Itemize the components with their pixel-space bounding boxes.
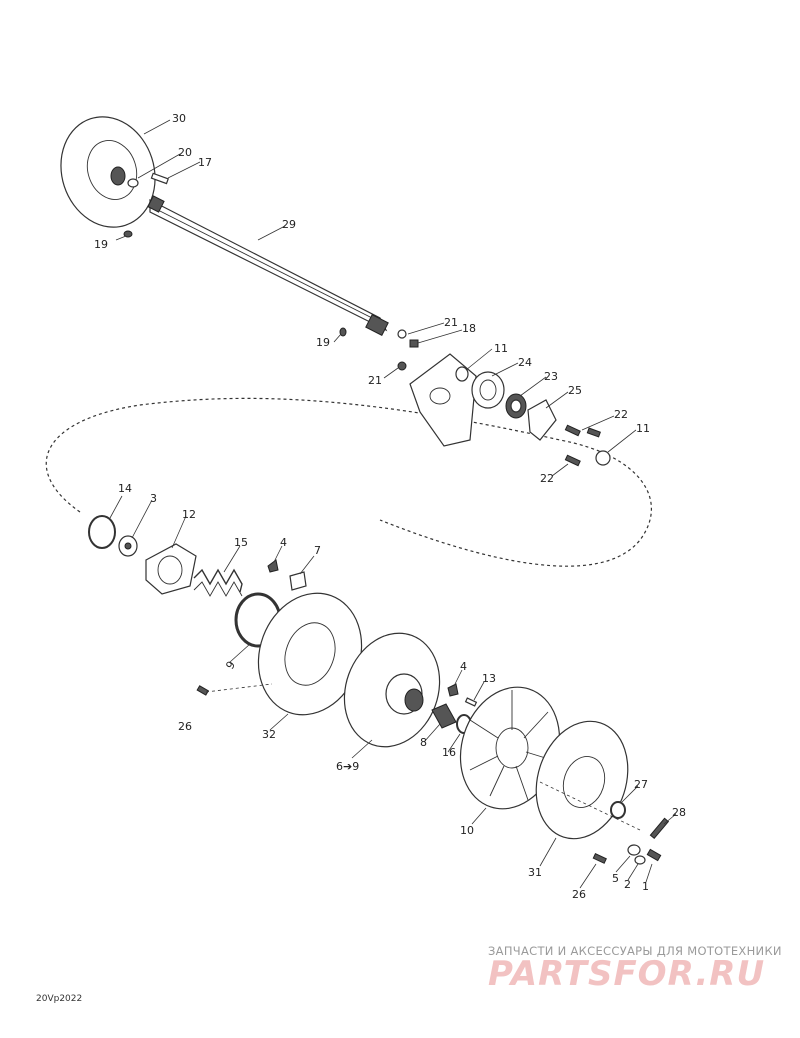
callout-24: 24 (518, 356, 532, 369)
part-4-ramp-upper (267, 559, 279, 573)
callout-31: 31 (528, 866, 542, 879)
callout-4-upper: 4 (280, 536, 287, 549)
callout-32: 32 (262, 728, 276, 741)
callout-12: 12 (182, 508, 196, 521)
callout-10: 10 (460, 824, 474, 837)
callout-16: 16 (442, 746, 456, 759)
callout-11-lower: 11 (636, 422, 650, 435)
callout-18: 18 (462, 322, 476, 335)
part-12-spider (145, 543, 197, 595)
callout-21-b: 21 (368, 374, 382, 387)
part-7-cap (289, 571, 307, 591)
part-11-ring-upper (455, 366, 469, 382)
callout-25: 25 (568, 384, 582, 397)
part-26-bolt-right (592, 852, 607, 864)
assembly-line-right (539, 781, 641, 831)
callout-4-lower: 4 (460, 660, 467, 673)
callout-30: 30 (172, 112, 186, 125)
part-8-bushing (431, 703, 457, 729)
part-19-nut-mid (339, 327, 347, 337)
part-bearing-bracket (409, 353, 477, 447)
part-20-washer (127, 178, 139, 188)
callout-7: 7 (314, 544, 321, 557)
part-23-bearing (505, 393, 527, 419)
callout-28: 28 (672, 806, 686, 819)
callout-20: 20 (178, 146, 192, 159)
part-21-nut-a (397, 329, 407, 339)
part-18-bolt (409, 339, 419, 348)
callout-19-mid: 19 (316, 336, 330, 349)
callout-3: 3 (150, 492, 157, 505)
callout-26-left: 26 (178, 720, 192, 733)
part-22-bolt-a (564, 424, 581, 437)
callout-22-b: 22 (540, 472, 554, 485)
assembly-line-left (205, 683, 273, 693)
part-3-washer (118, 535, 138, 557)
callout-29: 29 (282, 218, 296, 231)
drive-belt-path (45, 397, 652, 567)
part-30-pulley-disc (60, 116, 156, 228)
part-11-ring-lower (595, 450, 611, 466)
callout-26-right: 26 (572, 888, 586, 901)
callout-11-upper: 11 (494, 342, 508, 355)
callout-19-top: 19 (94, 238, 108, 251)
callout-22-a: 22 (614, 408, 628, 421)
callout-27: 27 (634, 778, 648, 791)
part-13-pin (464, 697, 478, 707)
callout-17: 17 (198, 156, 212, 169)
part-6-sheave (343, 632, 441, 748)
callout-6-9: 6➔9 (336, 760, 359, 773)
callout-15: 15 (234, 536, 248, 549)
watermark-tagline: ЗАПЧАСТИ И АКСЕССУАРЫ ДЛЯ МОТОТЕХНИКИ (488, 944, 782, 958)
part-24-plate (471, 371, 505, 409)
part-25-flange (527, 399, 557, 441)
part-28-bolt (649, 817, 670, 840)
part-17-key (150, 172, 169, 185)
part-31-cover (535, 720, 629, 840)
part-22-bolt-c (564, 454, 581, 467)
watermark-logo: PARTSFOR.RU (488, 954, 766, 994)
part-21-nut-b (397, 361, 407, 371)
part-4-ramp-lower (447, 683, 459, 697)
part-19-nut-top (123, 230, 133, 238)
callout-8: 8 (420, 736, 427, 749)
part-14-snap-ring (88, 515, 116, 549)
drawing-code: 20Vp2022 (36, 994, 83, 1004)
part-26-bolt-left (196, 685, 210, 696)
callout-14: 14 (118, 482, 132, 495)
leader-lines (109, 119, 677, 889)
callout-5: 5 (612, 872, 619, 885)
callout-2: 2 (624, 878, 631, 891)
part-5-washer (627, 844, 641, 856)
callout-13: 13 (482, 672, 496, 685)
callout-1: 1 (642, 880, 649, 893)
callout-21-a: 21 (444, 316, 458, 329)
part-2-washer (634, 855, 646, 865)
part-15-spring (193, 568, 243, 597)
callout-23: 23 (544, 370, 558, 383)
part-29-shaft (147, 195, 389, 336)
part-1-nut (646, 848, 662, 862)
part-22-bolt-b (586, 427, 601, 438)
part-27-washer (610, 801, 626, 819)
